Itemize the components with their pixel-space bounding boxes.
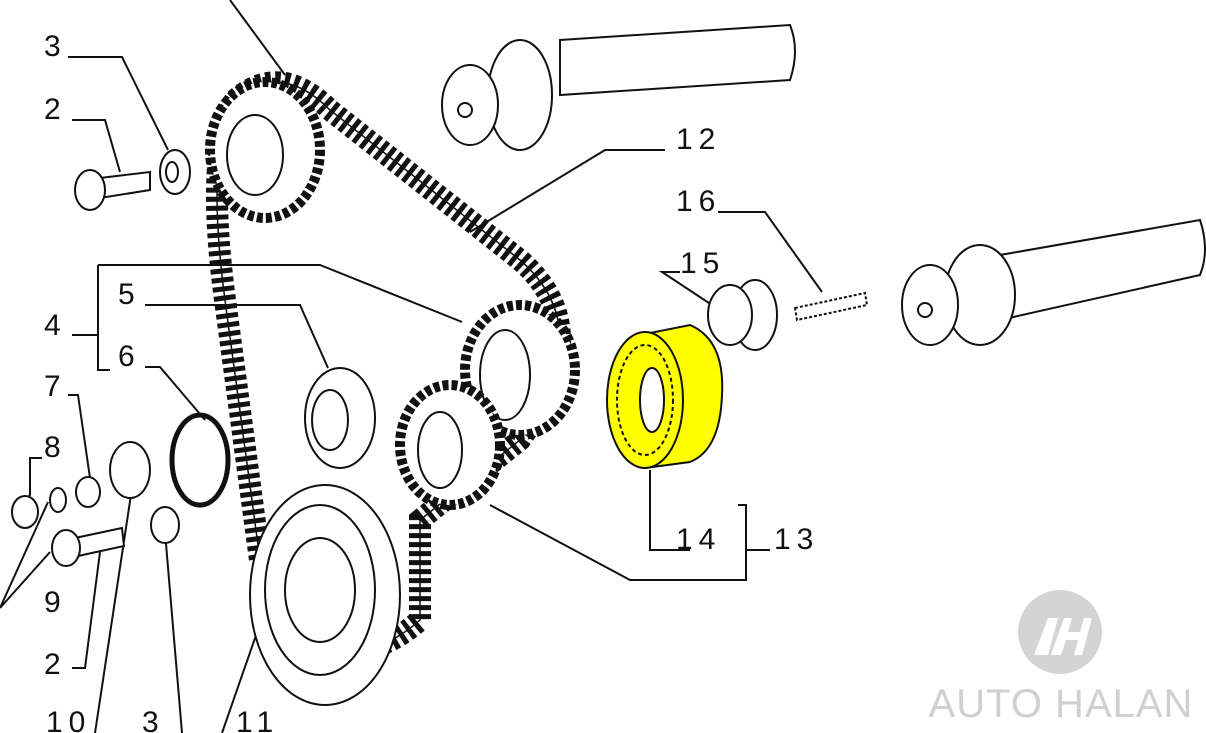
leader-5: [145, 304, 329, 369]
bearing-14-highlighted: [606, 323, 724, 470]
leader-9: [0, 501, 51, 609]
leader-3-top: [68, 56, 169, 151]
leader-10: [94, 487, 133, 733]
callout-4: 4: [44, 309, 67, 342]
upper-shaft: [441, 23, 796, 151]
leader-7: [68, 394, 91, 479]
leader-3-bottom: [164, 531, 183, 733]
leader-12: [469, 149, 665, 233]
leader-4: [72, 264, 463, 371]
callout-8: 8: [44, 431, 67, 464]
washer-3-bottom: [150, 506, 180, 544]
callout-11: 11: [236, 706, 280, 733]
callout-5: 5: [118, 278, 141, 311]
leader-15: [658, 271, 713, 306]
callout-13: 13: [774, 523, 820, 556]
circlip-6: [169, 412, 231, 508]
callout-9: 9: [44, 586, 67, 619]
leader-2-bottom: [72, 551, 101, 669]
callout-2-bottom: 2: [44, 648, 67, 681]
stud-16: [793, 291, 869, 322]
callout-10: 10: [46, 706, 92, 733]
lower-shaft: [901, 218, 1206, 346]
leader-13: [489, 504, 770, 581]
leader-14: [649, 470, 690, 551]
callout-16: 16: [676, 185, 722, 218]
spacer-10: [109, 441, 151, 499]
leader-16: [718, 211, 823, 293]
bolt-2-top: [99, 170, 151, 200]
callout-15: 15: [680, 247, 726, 280]
callout-14: 14: [676, 523, 722, 556]
ah-monogram-icon: [1018, 590, 1102, 674]
washer-9: [49, 487, 67, 513]
spacer-7: [75, 476, 101, 508]
callout-3-bottom: 3: [142, 706, 165, 733]
callout-6: 6: [118, 340, 141, 373]
nut-8: [11, 495, 39, 529]
callout-2-top: 2: [44, 93, 67, 126]
callout-12: 12: [676, 123, 722, 156]
watermark-text: AUTO HALAN: [928, 682, 1194, 726]
leader-6: [145, 366, 206, 421]
callout-7: 7: [44, 370, 67, 403]
bolt-2-bottom: [73, 526, 126, 558]
leader-2-top: [72, 119, 121, 173]
leader-top: [229, 0, 286, 76]
watermark-logo: AUTO HALAN: [926, 590, 1196, 730]
callout-3-top: 3: [44, 30, 67, 63]
